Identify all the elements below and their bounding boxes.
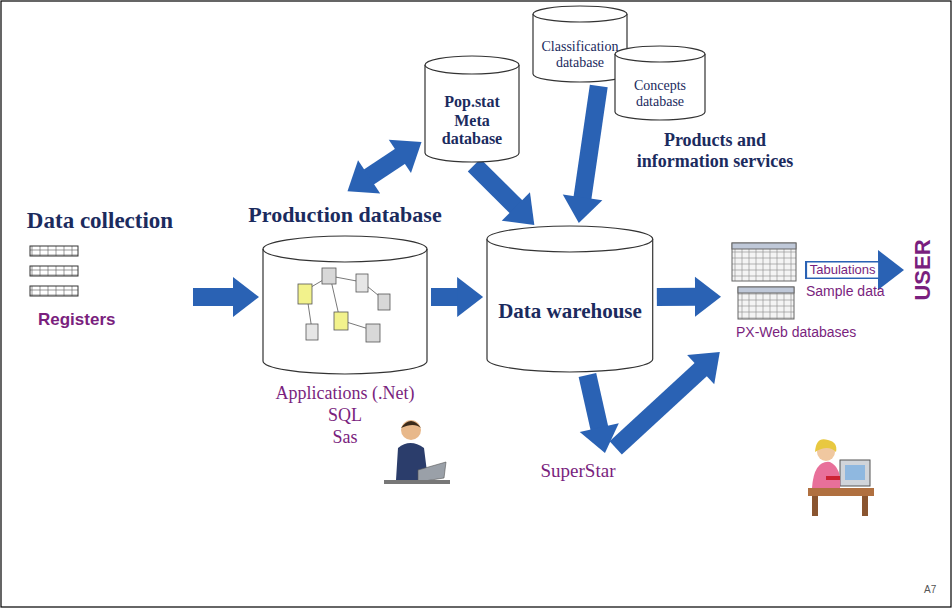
cylinder-top — [263, 236, 427, 262]
slide-number: A7 — [924, 584, 936, 596]
arrow-shaft — [657, 288, 698, 306]
flow-arrow — [563, 86, 603, 223]
arrow-head — [580, 423, 619, 453]
flow-arrow — [347, 140, 421, 194]
arrow-head — [233, 277, 259, 317]
database-cylinder: Concepts database — [614, 45, 706, 121]
item-label: Sample data — [806, 283, 885, 299]
database-cylinder: Pop.stat Meta database — [424, 55, 520, 163]
source-block: Data collectionRegisters — [10, 208, 190, 338]
cylinder-outline — [262, 235, 428, 375]
flow-arrow — [193, 277, 259, 317]
schema-table — [356, 274, 368, 292]
cylinder-body — [263, 249, 427, 374]
computer-screen — [845, 465, 865, 480]
database-label: Pop.stat Meta database — [430, 93, 514, 148]
arrow-shaft — [616, 368, 703, 448]
table-header — [738, 287, 794, 293]
database-label: Concepts database — [618, 78, 702, 110]
flow-arrow — [657, 277, 721, 317]
cylinder-top — [615, 46, 705, 62]
arrow-head — [457, 277, 483, 317]
schema-table — [306, 324, 318, 340]
computer — [840, 460, 870, 486]
arrow-shaft — [367, 155, 402, 178]
user-label: USER — [910, 239, 935, 300]
arrow-shaft — [582, 86, 599, 200]
desk-leg — [862, 496, 868, 516]
arrow-shaft — [474, 165, 518, 208]
arrow-shaft — [431, 288, 460, 306]
user-block: USER — [907, 235, 939, 306]
block-heading: Products and information services — [620, 130, 810, 171]
user-figure — [808, 439, 874, 516]
desk — [808, 488, 874, 496]
cylinder-body — [615, 54, 705, 120]
arrow-shaft — [805, 261, 881, 279]
register-icons — [30, 246, 78, 296]
tool-label: Sas — [332, 427, 357, 448]
arrow-head — [695, 277, 721, 317]
arrow-head — [347, 160, 380, 193]
flow-arrow — [431, 277, 483, 317]
flow-arrow — [474, 165, 534, 225]
tool-label: SQL — [328, 405, 362, 426]
cylinder-body — [533, 14, 627, 82]
register-icon — [30, 246, 78, 256]
block-heading: Data collection — [27, 208, 173, 234]
tool-label: Applications (.Net) — [276, 383, 415, 404]
database-label: Classification database — [536, 39, 624, 71]
arrow-head — [563, 194, 603, 223]
arrow-shaft — [193, 288, 236, 306]
developer-figure — [384, 420, 450, 484]
table-header — [732, 243, 796, 249]
arrow-head — [389, 140, 422, 173]
source-label: Registers — [38, 310, 115, 330]
tool-block: SuperStar — [539, 458, 618, 484]
arrow-shaft — [587, 375, 599, 430]
register-icon — [30, 286, 78, 296]
table-icon — [738, 287, 794, 319]
product-label: PX-Web databases — [736, 324, 856, 340]
cylinder-body — [425, 65, 519, 162]
cylinder-top — [533, 6, 627, 22]
tool-label: SuperStar — [541, 460, 616, 482]
database-cylinder: Data warehouse — [486, 225, 654, 373]
products-block: Products and information servicesPX-Web … — [724, 238, 802, 322]
edge-label: Tabulations — [807, 263, 879, 278]
schema-table — [298, 284, 312, 304]
table-icon — [732, 243, 796, 281]
product-table-icons — [732, 243, 796, 319]
database-cylinder: Classification database — [532, 5, 628, 83]
cylinder-body — [487, 239, 653, 372]
phone — [826, 476, 840, 480]
figure-head — [401, 420, 421, 440]
database-cylinder: Production databaseApplications (.Net)SQ… — [262, 235, 428, 375]
register-icon — [30, 266, 78, 276]
schema-table — [334, 312, 348, 330]
arrow-head — [502, 192, 535, 225]
schema-table — [366, 324, 380, 342]
schema-illustration — [298, 268, 390, 342]
desk-leg — [812, 496, 818, 516]
figure-body — [812, 462, 840, 488]
desk — [384, 480, 450, 484]
database-label: Data warehouse — [498, 299, 642, 323]
block-heading: Production database — [248, 202, 441, 227]
schema-table — [378, 294, 390, 310]
arrow-head — [687, 352, 720, 384]
figure-hair — [401, 421, 421, 428]
cylinder-top — [487, 226, 653, 252]
figure-hair — [815, 439, 836, 452]
schema-table — [322, 268, 336, 284]
cylinder-top — [425, 56, 519, 74]
laptop — [418, 462, 446, 482]
